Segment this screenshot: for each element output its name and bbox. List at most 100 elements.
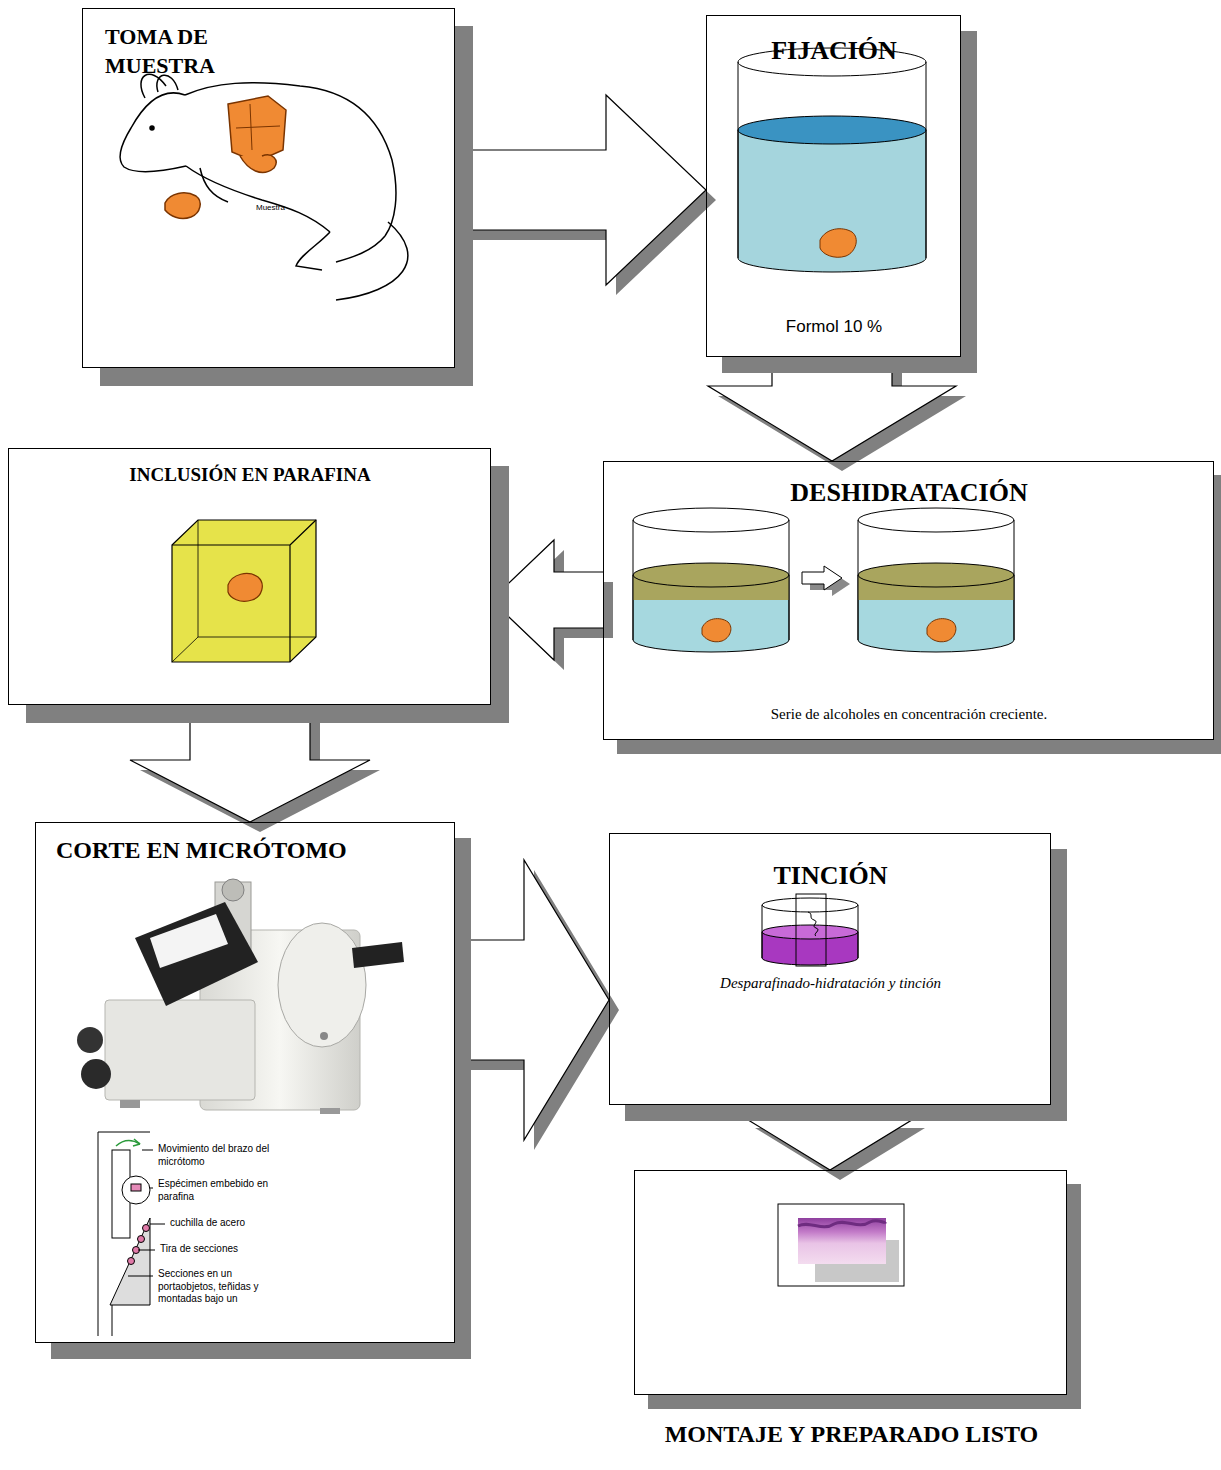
label-slot: Muestra [256, 203, 316, 213]
part-label: Muestra [256, 203, 316, 213]
box-heading: DESHIDRATACIÓN [614, 476, 1204, 510]
part-label: Secciones en un portaobjetos, teñidas y … [158, 1268, 276, 1306]
block-edge [172, 520, 316, 662]
rat-ear [157, 75, 178, 92]
liquid-surface [858, 563, 1014, 587]
steel-knife [110, 1218, 150, 1305]
label-slot: Movimiento del brazo del micrótomo [158, 1143, 276, 1168]
part-label: Movimiento del brazo del micrótomo [158, 1143, 276, 1168]
rat-drawing [120, 74, 408, 300]
flow-arrow [708, 357, 956, 461]
specimen [131, 1184, 141, 1191]
motion-arrow [133, 1139, 140, 1146]
handle [352, 942, 404, 968]
block-face [172, 520, 316, 662]
tissue-layer [798, 1221, 886, 1227]
part-label: Espécimen embebido en parafina [158, 1178, 276, 1203]
knife-holder [135, 902, 258, 1006]
sample [820, 229, 856, 258]
leader-line [150, 1188, 153, 1189]
box-heading: INCLUSIÓN EN PARAFINA [19, 463, 481, 488]
text-slot: CORTE EN MICRÓTOMO [56, 835, 436, 866]
process-box: CORTE EN MICRÓTOMO [35, 822, 455, 1343]
box-heading: FIJACIÓN [717, 34, 951, 68]
rat-back [185, 83, 396, 236]
tissue-section [808, 912, 818, 936]
microtome-scheme [98, 1132, 165, 1336]
sample [165, 193, 200, 219]
beaker [858, 508, 1014, 652]
box-caption: Formol 10 % [717, 316, 951, 338]
beaker [633, 508, 789, 652]
process-box: TINCIÓN Desparafinado-hidratación y tinci… [609, 833, 1051, 1105]
beaker-wall [762, 905, 858, 958]
text-slot: TOMA DE MUESTRA [105, 23, 275, 80]
box-caption: Desparafinado-hidratación y tinción [620, 974, 1041, 994]
box-heading: CORTE EN MICRÓTOMO [56, 835, 436, 866]
box-caption: Serie de alcoholes en concentración crec… [614, 705, 1204, 725]
text-slot: Formol 10 % [717, 316, 951, 338]
frame-line [112, 1305, 113, 1336]
small-arrow [802, 566, 850, 596]
liquid [738, 130, 926, 272]
process-box: TOMA DE MUESTRA [82, 8, 455, 368]
section [143, 1225, 150, 1232]
liquid-surface [738, 116, 926, 144]
foot [320, 1108, 340, 1114]
label-slot: cuchilla de acero [170, 1217, 280, 1230]
flow-arrow [745, 1105, 915, 1170]
wheel [278, 923, 366, 1047]
flow-arrow-group [745, 1105, 925, 1180]
knob [77, 1027, 103, 1053]
staining-beaker [762, 894, 858, 966]
foot [120, 1100, 140, 1108]
box-heading: TINCIÓN [620, 859, 1041, 893]
sample [702, 619, 731, 642]
rat-ear [141, 74, 166, 98]
text-slot: INCLUSIÓN EN PARAFINA [19, 463, 481, 488]
frame-line [98, 1132, 150, 1336]
sample [927, 619, 956, 642]
flow-arrow-group [455, 95, 716, 295]
small-arrow-shape [802, 566, 842, 590]
text-slot: MONTAJE Y PREPARADO LISTO [595, 1419, 1108, 1450]
rat-tail [336, 222, 408, 300]
rat-organ [240, 155, 276, 173]
label-slot: Espécimen embebido en parafina [158, 1178, 276, 1203]
text-slot: Desparafinado-hidratación y tinción [620, 974, 1041, 994]
flow-arrow-group [491, 540, 613, 670]
flow-arrow-group [708, 357, 966, 471]
flow-arrow-group [455, 860, 619, 1150]
beaker-rim [858, 508, 1014, 532]
leader-line [150, 1224, 165, 1225]
text-slot: DESHIDRATACIÓN [614, 476, 1204, 510]
process-box: MONTAJE Y PREPARADO LISTO [634, 1170, 1067, 1395]
leader-line [142, 1150, 153, 1151]
process-box: INCLUSIÓN EN PARAFINA [8, 448, 491, 705]
flow-arrow-group [130, 705, 380, 832]
section [138, 1236, 145, 1243]
flow-arrow [455, 860, 609, 1140]
leader-line [128, 1276, 153, 1277]
slide [796, 894, 826, 966]
rat-organ [228, 96, 286, 162]
text-slot: TINCIÓN [620, 859, 1041, 893]
leader-line [138, 1250, 155, 1251]
flow-arrow [455, 95, 706, 285]
rat-belly [186, 166, 330, 232]
knife-guard [150, 914, 228, 968]
block-edge [172, 520, 316, 662]
microtome [77, 879, 404, 1114]
wheel-hub [320, 1032, 328, 1040]
box-heading: TOMA DE MUESTRA [105, 23, 275, 80]
part-label: cuchilla de acero [170, 1217, 280, 1230]
finished-slide [778, 1204, 904, 1286]
part-label: Tira de secciones [160, 1243, 270, 1256]
process-box: FIJACIÓN Formol 10 % [706, 15, 961, 357]
slide-frame [778, 1204, 904, 1286]
rat-leg [336, 236, 385, 262]
base [105, 1000, 255, 1100]
text-slot: Serie de alcoholes en concentración crec… [614, 705, 1204, 725]
rat-eye [150, 126, 154, 130]
